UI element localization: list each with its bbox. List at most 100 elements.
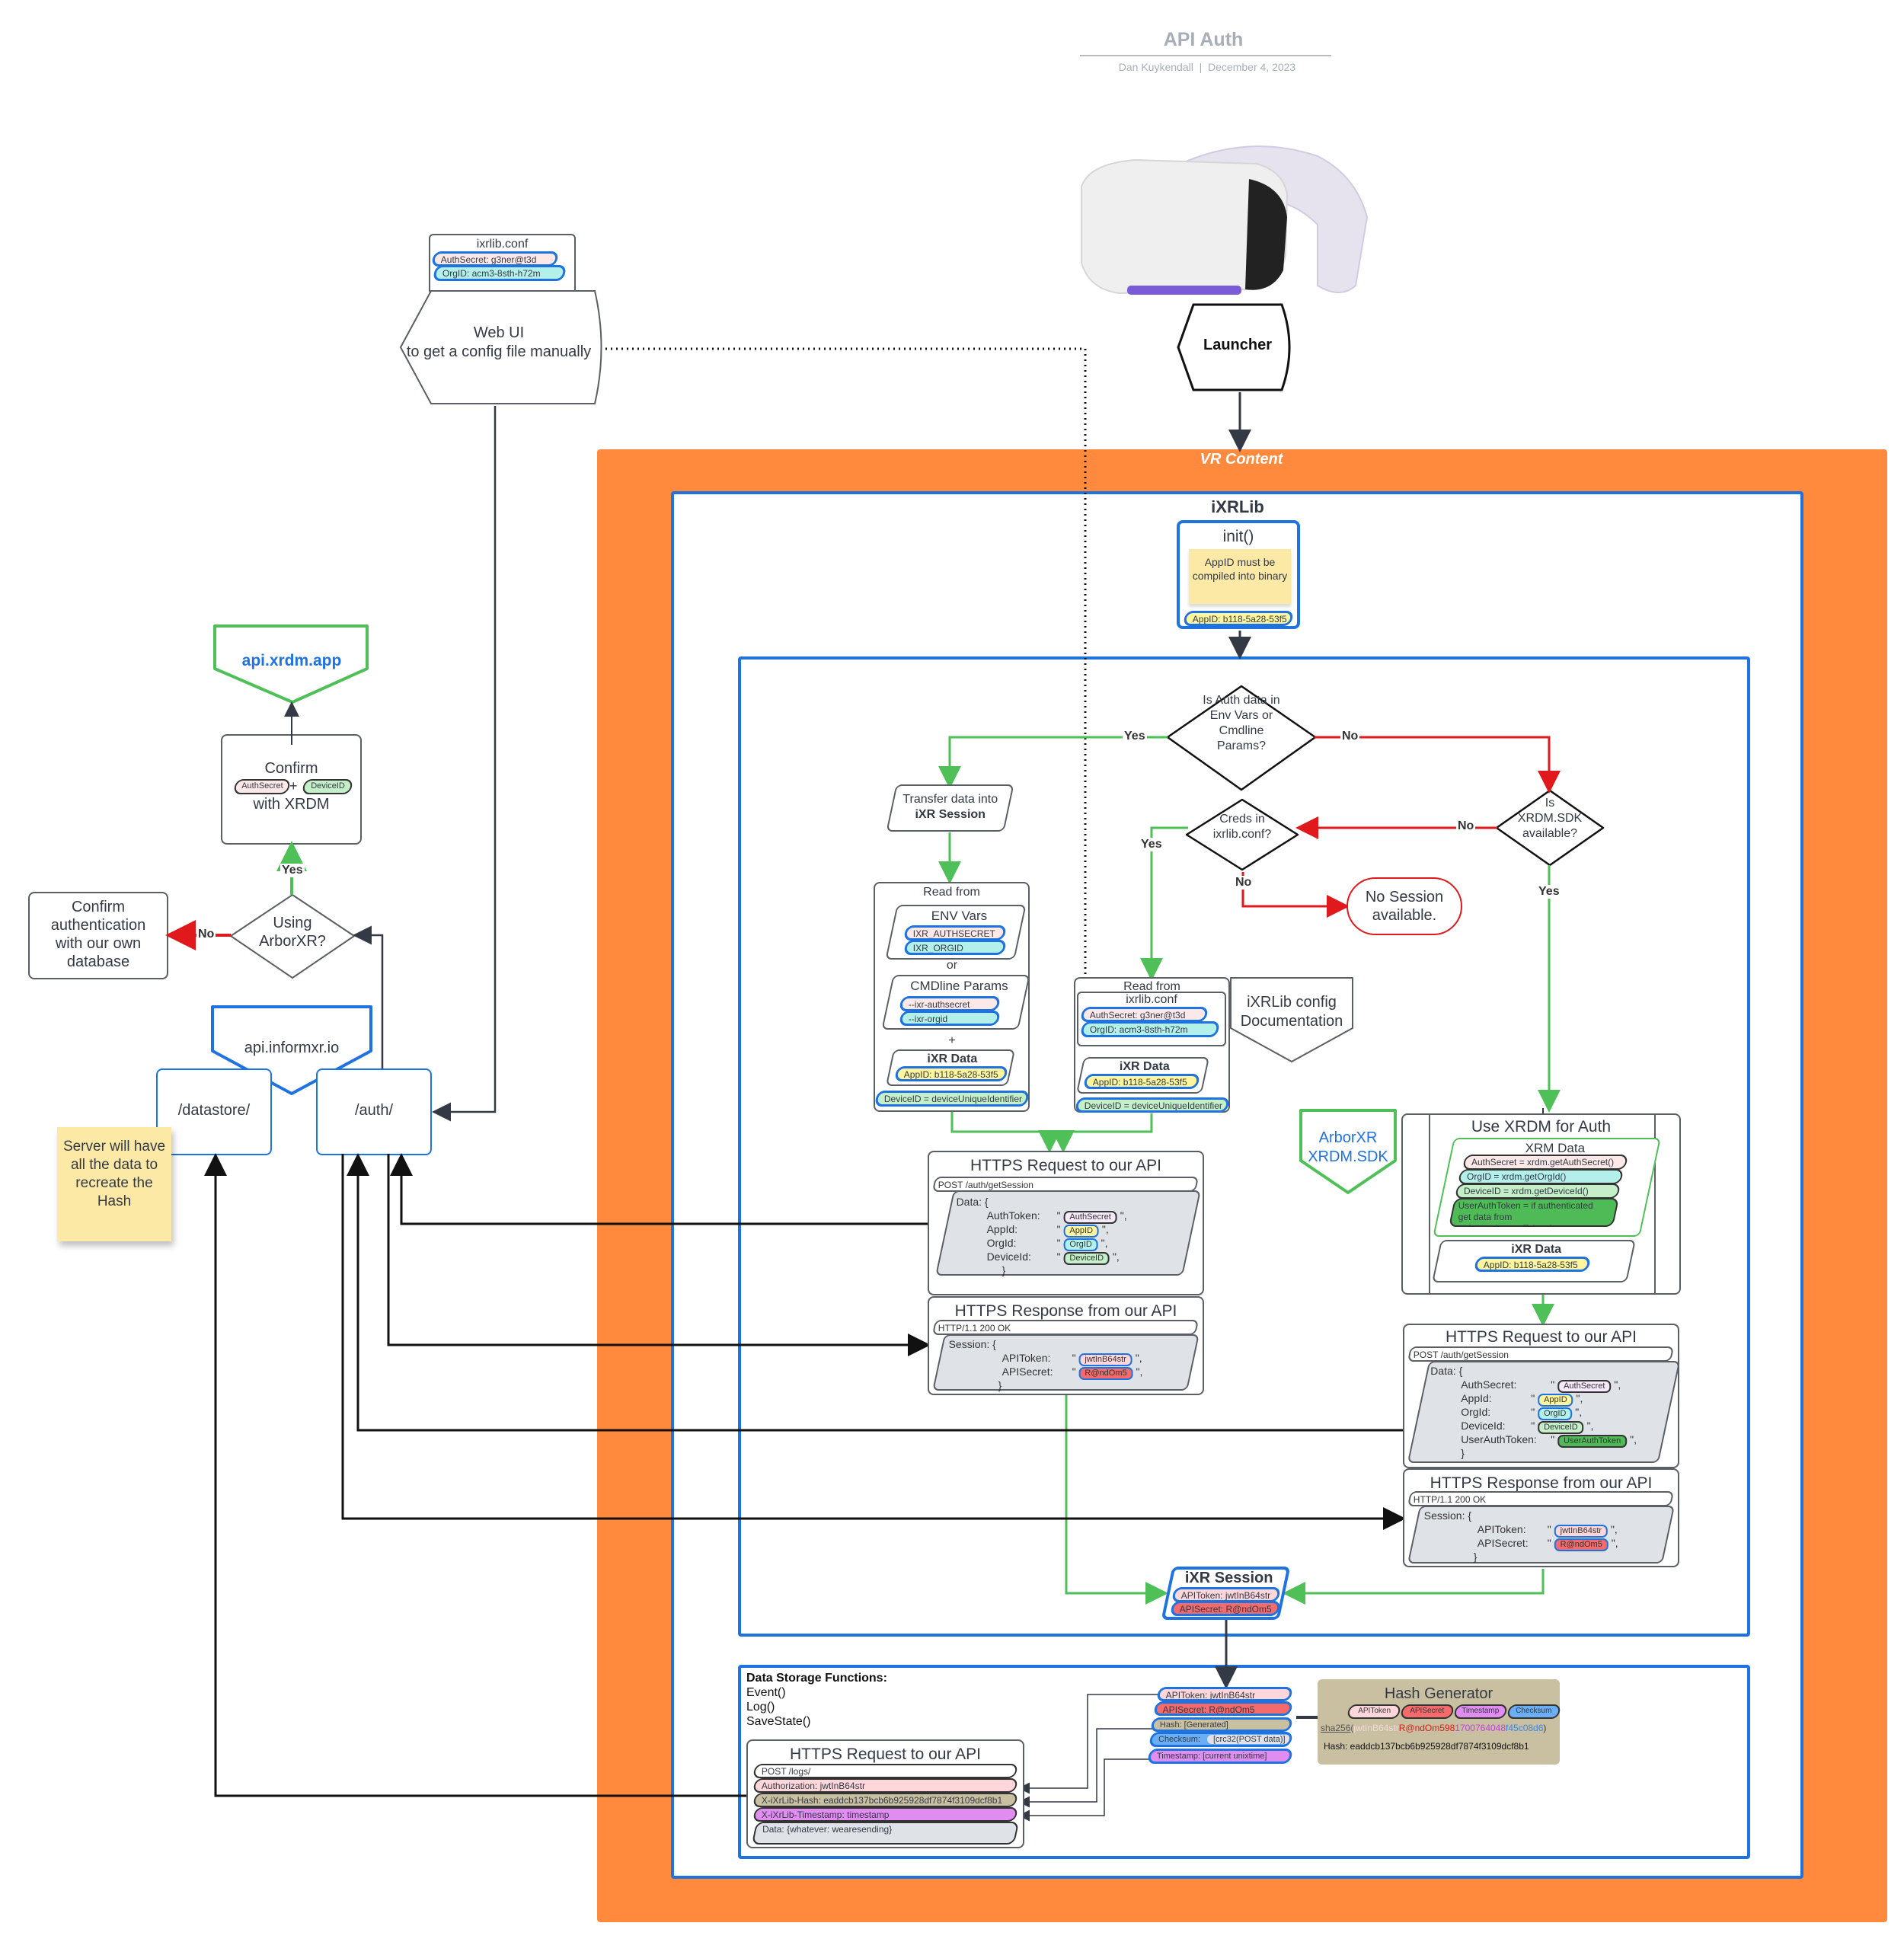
request2-title: HTTPS Request to our API (1446, 1328, 1637, 1346)
field-key: OrgId: (1461, 1406, 1491, 1418)
log-hash-header: X-iXrLib-Hash: eaddcb137bcb6b925928df787… (752, 1793, 1019, 1807)
ixr-session-title: iXR Session (1184, 1570, 1273, 1586)
field-key: OrgId: (986, 1237, 1017, 1249)
confirm-deviceid-chip: DeviceID (301, 779, 354, 794)
storage-apisecret-chip: APISecret: R@ndOm5 (1152, 1701, 1294, 1716)
hash-input-chip: APIToken (1346, 1704, 1402, 1719)
page-title: API Auth (1163, 29, 1244, 50)
session-apitoken-chip: APIToken: jwtInB64str (1171, 1587, 1282, 1602)
webui-shape[interactable] (387, 289, 608, 407)
xrdm-api-shape (213, 624, 369, 704)
webui-label[interactable]: Web UI to get a config file manually (396, 324, 602, 362)
init-note: AppID must be compiled into binary (1189, 549, 1291, 604)
log-method: POST /logs/ (752, 1764, 1019, 1778)
field-key: APISecret: (1002, 1365, 1053, 1378)
init-title: init() (1222, 528, 1254, 545)
field-row: APIToken:" jwtInB64str ", (1424, 1522, 1667, 1538)
own-db-box: Confirm authentication with our own data… (28, 892, 168, 979)
transfer-line2: iXR Session (915, 808, 986, 821)
init-appid-chip: AppID: b118-5a28-53f5 (1182, 611, 1295, 626)
field-value-chip: R@ndOm5 (1078, 1367, 1133, 1380)
conf-orgid-chip: OrgID: acm3-8sth-h72m (1079, 1021, 1221, 1037)
field-key: DeviceId: (1461, 1420, 1506, 1432)
xrdm-appid-chip: AppID: b118-5a28-53f5 (1473, 1257, 1592, 1272)
confirm-title: Confirm (264, 760, 318, 777)
field-key: DeviceId: (986, 1250, 1031, 1263)
hash-value: Hash: eaddcb137bcb6b925928df7874f3109dcf… (1324, 1741, 1529, 1752)
field-row: OrgId:" OrgID ", (957, 1236, 1190, 1251)
config-docs-label[interactable]: iXRLib config Documentation (1240, 994, 1343, 1030)
field-key: APIToken: (1477, 1523, 1526, 1535)
webui-conf-title: ixrlib.conf (476, 238, 529, 251)
field-key: APIToken: (1002, 1352, 1051, 1364)
init-box: init() AppID must be compiled into binar… (1177, 520, 1300, 629)
log-request-title: HTTPS Request to our API (790, 1746, 981, 1763)
request2-data: Data: { AuthSecret:" AuthSecret ",AppId:… (1407, 1361, 1681, 1463)
datastore-endpoint[interactable]: /datastore/ (156, 1068, 272, 1155)
log-timestamp-header: X-iXrLib-Timestamp: timestamp (752, 1807, 1019, 1822)
field-value-chip: R@ndOm5 (1554, 1538, 1608, 1551)
sdk-decision-text: Is XRDM.SDK available? (1517, 797, 1583, 840)
server-hash-note: Server will have all the data to recreat… (57, 1127, 171, 1241)
env-no-label: No (1340, 730, 1360, 743)
field-row: AuthSecret:" AuthSecret ", (1430, 1378, 1668, 1393)
field-row: APISecret:" R@ndOm5 ", (1424, 1536, 1667, 1551)
response1-session: Session: { APIToken:" jwtInB64str ",APIS… (932, 1334, 1200, 1391)
field-key: AppId: (986, 1223, 1018, 1235)
storage-function: Event() (746, 1686, 786, 1699)
field-row: OrgId:" OrgID ", (1430, 1405, 1668, 1420)
field-value-chip: UserAuthToken (1557, 1435, 1628, 1448)
using-arborxr-diamond (230, 894, 355, 979)
launcher-label[interactable]: Launcher (1203, 337, 1273, 353)
launcher-shape[interactable] (1177, 303, 1299, 393)
storage-timestamp-chip: Timestamp: [current unixtime] (1146, 1749, 1294, 1764)
field-key: AuthSecret: (1461, 1378, 1517, 1391)
vr-headset-icon (1081, 145, 1369, 295)
left-no-label: No (196, 928, 216, 941)
session-apisecret-chip: APISecret: R@ndOm5 (1169, 1601, 1282, 1616)
response2-title: HTTPS Response from our API (1430, 1474, 1653, 1492)
storage-function: SaveState() (746, 1715, 811, 1728)
subtitle-separator: | (1199, 61, 1203, 73)
xrdm-auth-title: Use XRDM for Auth (1471, 1118, 1612, 1135)
webui-label-line2: to get a config file manually (406, 343, 592, 360)
field-key: AuthToken: (986, 1209, 1040, 1222)
data-storage-title: Data Storage Functions: (746, 1672, 887, 1685)
arborxr-sdk-label: ArborXR XRDM.SDK (1308, 1129, 1388, 1165)
page-subtitle: Dan Kuykendall | December 4, 2023 (1066, 61, 1348, 73)
hash-formula: sha256(jwtInB64strR@ndOm5981700764048f45… (1321, 1723, 1547, 1733)
xrdm-authsecret-chip: AuthSecret = xrdm.getAuthSecret() (1462, 1155, 1629, 1170)
sdk-yes-label: Yes (1537, 885, 1561, 899)
env-or-label: or (946, 959, 958, 972)
config-docs-shape[interactable] (1228, 976, 1356, 1065)
storage-checksum-chip: Checksum: [crc32(POST data)] (1148, 1732, 1294, 1747)
read-conf-title: Read from (1123, 980, 1180, 993)
xrdm-userauthtoken-chip: UserAuthToken = if authenticated get dat… (1448, 1198, 1620, 1227)
date: December 4, 2023 (1208, 61, 1296, 73)
auth-endpoint[interactable]: /auth/ (316, 1068, 432, 1155)
cmd-authsecret-chip: --ixr-authsecret (898, 996, 1002, 1011)
hash-input-chip: Timestamp (1452, 1704, 1509, 1719)
log-authorization: Authorization: jwtInB64str (752, 1778, 1019, 1793)
using-arborxr-text: Using ArborXR? (259, 915, 326, 950)
sdk-no-label: No (1456, 819, 1476, 833)
title-underline (1080, 55, 1331, 56)
left-yes-label: Yes (280, 864, 305, 877)
read-env-title: Read from (923, 886, 980, 899)
request1-method: POST /auth/getSession (931, 1177, 1200, 1192)
env-appid-chip: AppID: b118-5a28-53f5 (893, 1066, 1009, 1081)
field-row: AppId:" AppID ", (1430, 1391, 1668, 1407)
field-row: AppId:" AppID ", (957, 1222, 1190, 1238)
log-data: Data: {whatever: wearesending} (751, 1822, 1020, 1845)
env-decision-text: Is Auth data in Env Vars or Cmdline Para… (1203, 694, 1280, 752)
conf-decision-diamond (1185, 798, 1299, 871)
conf-appid-chip: AppID: b118-5a28-53f5 (1082, 1074, 1201, 1089)
storage-hash-chip: Hash: [Generated] (1149, 1717, 1294, 1732)
conf-deviceid-chip: DeviceID = deviceUniqueIdentifier (1074, 1097, 1231, 1113)
field-key: AppId: (1461, 1392, 1492, 1404)
field-row: APISecret:" R@ndOm5 ", (949, 1365, 1192, 1380)
request1-title: HTTPS Request to our API (970, 1157, 1161, 1174)
storage-function: Log() (746, 1701, 775, 1714)
informxr-api-label: api.informxr.io (244, 1040, 340, 1056)
